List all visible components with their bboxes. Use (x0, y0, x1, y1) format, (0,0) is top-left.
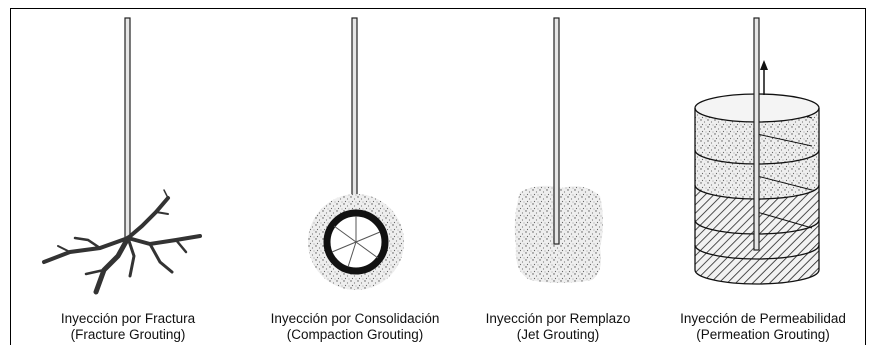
up-arrow-icon (760, 60, 768, 95)
caption-line-1: Inyección de Permeabilidad (680, 311, 846, 326)
caption-fracture: Inyección por Fractura (Fracture Groutin… (18, 311, 238, 343)
caption-compaction: Inyección por Consolidación (Compaction … (245, 311, 465, 343)
caption-line-1: Inyección por Consolidación (270, 311, 440, 326)
grout-pipe (553, 17, 560, 245)
caption-line-2: (Jet Grouting) (516, 327, 600, 342)
caption-line-1: Inyección por Fractura (60, 311, 196, 326)
compaction-grouting-diagram (308, 17, 404, 290)
bulb-radial-lines (331, 216, 381, 268)
caption-jet: Inyección por Remplazo (Jet Grouting) (448, 311, 668, 343)
grout-pipe (753, 17, 760, 251)
jet-grouting-diagram (514, 17, 603, 283)
caption-line-1: Inyección por Remplazo (485, 311, 631, 326)
caption-line-2: (Fracture Grouting) (70, 327, 186, 342)
fracture-grouting-diagram (42, 17, 202, 295)
permeation-grouting-diagram (694, 17, 820, 285)
fracture-veins (42, 189, 202, 295)
caption-line-2: (Compaction Grouting) (286, 327, 424, 342)
caption-line-2: (Permeation Grouting) (696, 327, 830, 342)
caption-permeation: Inyección de Permeabilidad (Permeation G… (653, 311, 873, 343)
column-outline (694, 108, 820, 285)
grout-pipe (124, 17, 131, 241)
